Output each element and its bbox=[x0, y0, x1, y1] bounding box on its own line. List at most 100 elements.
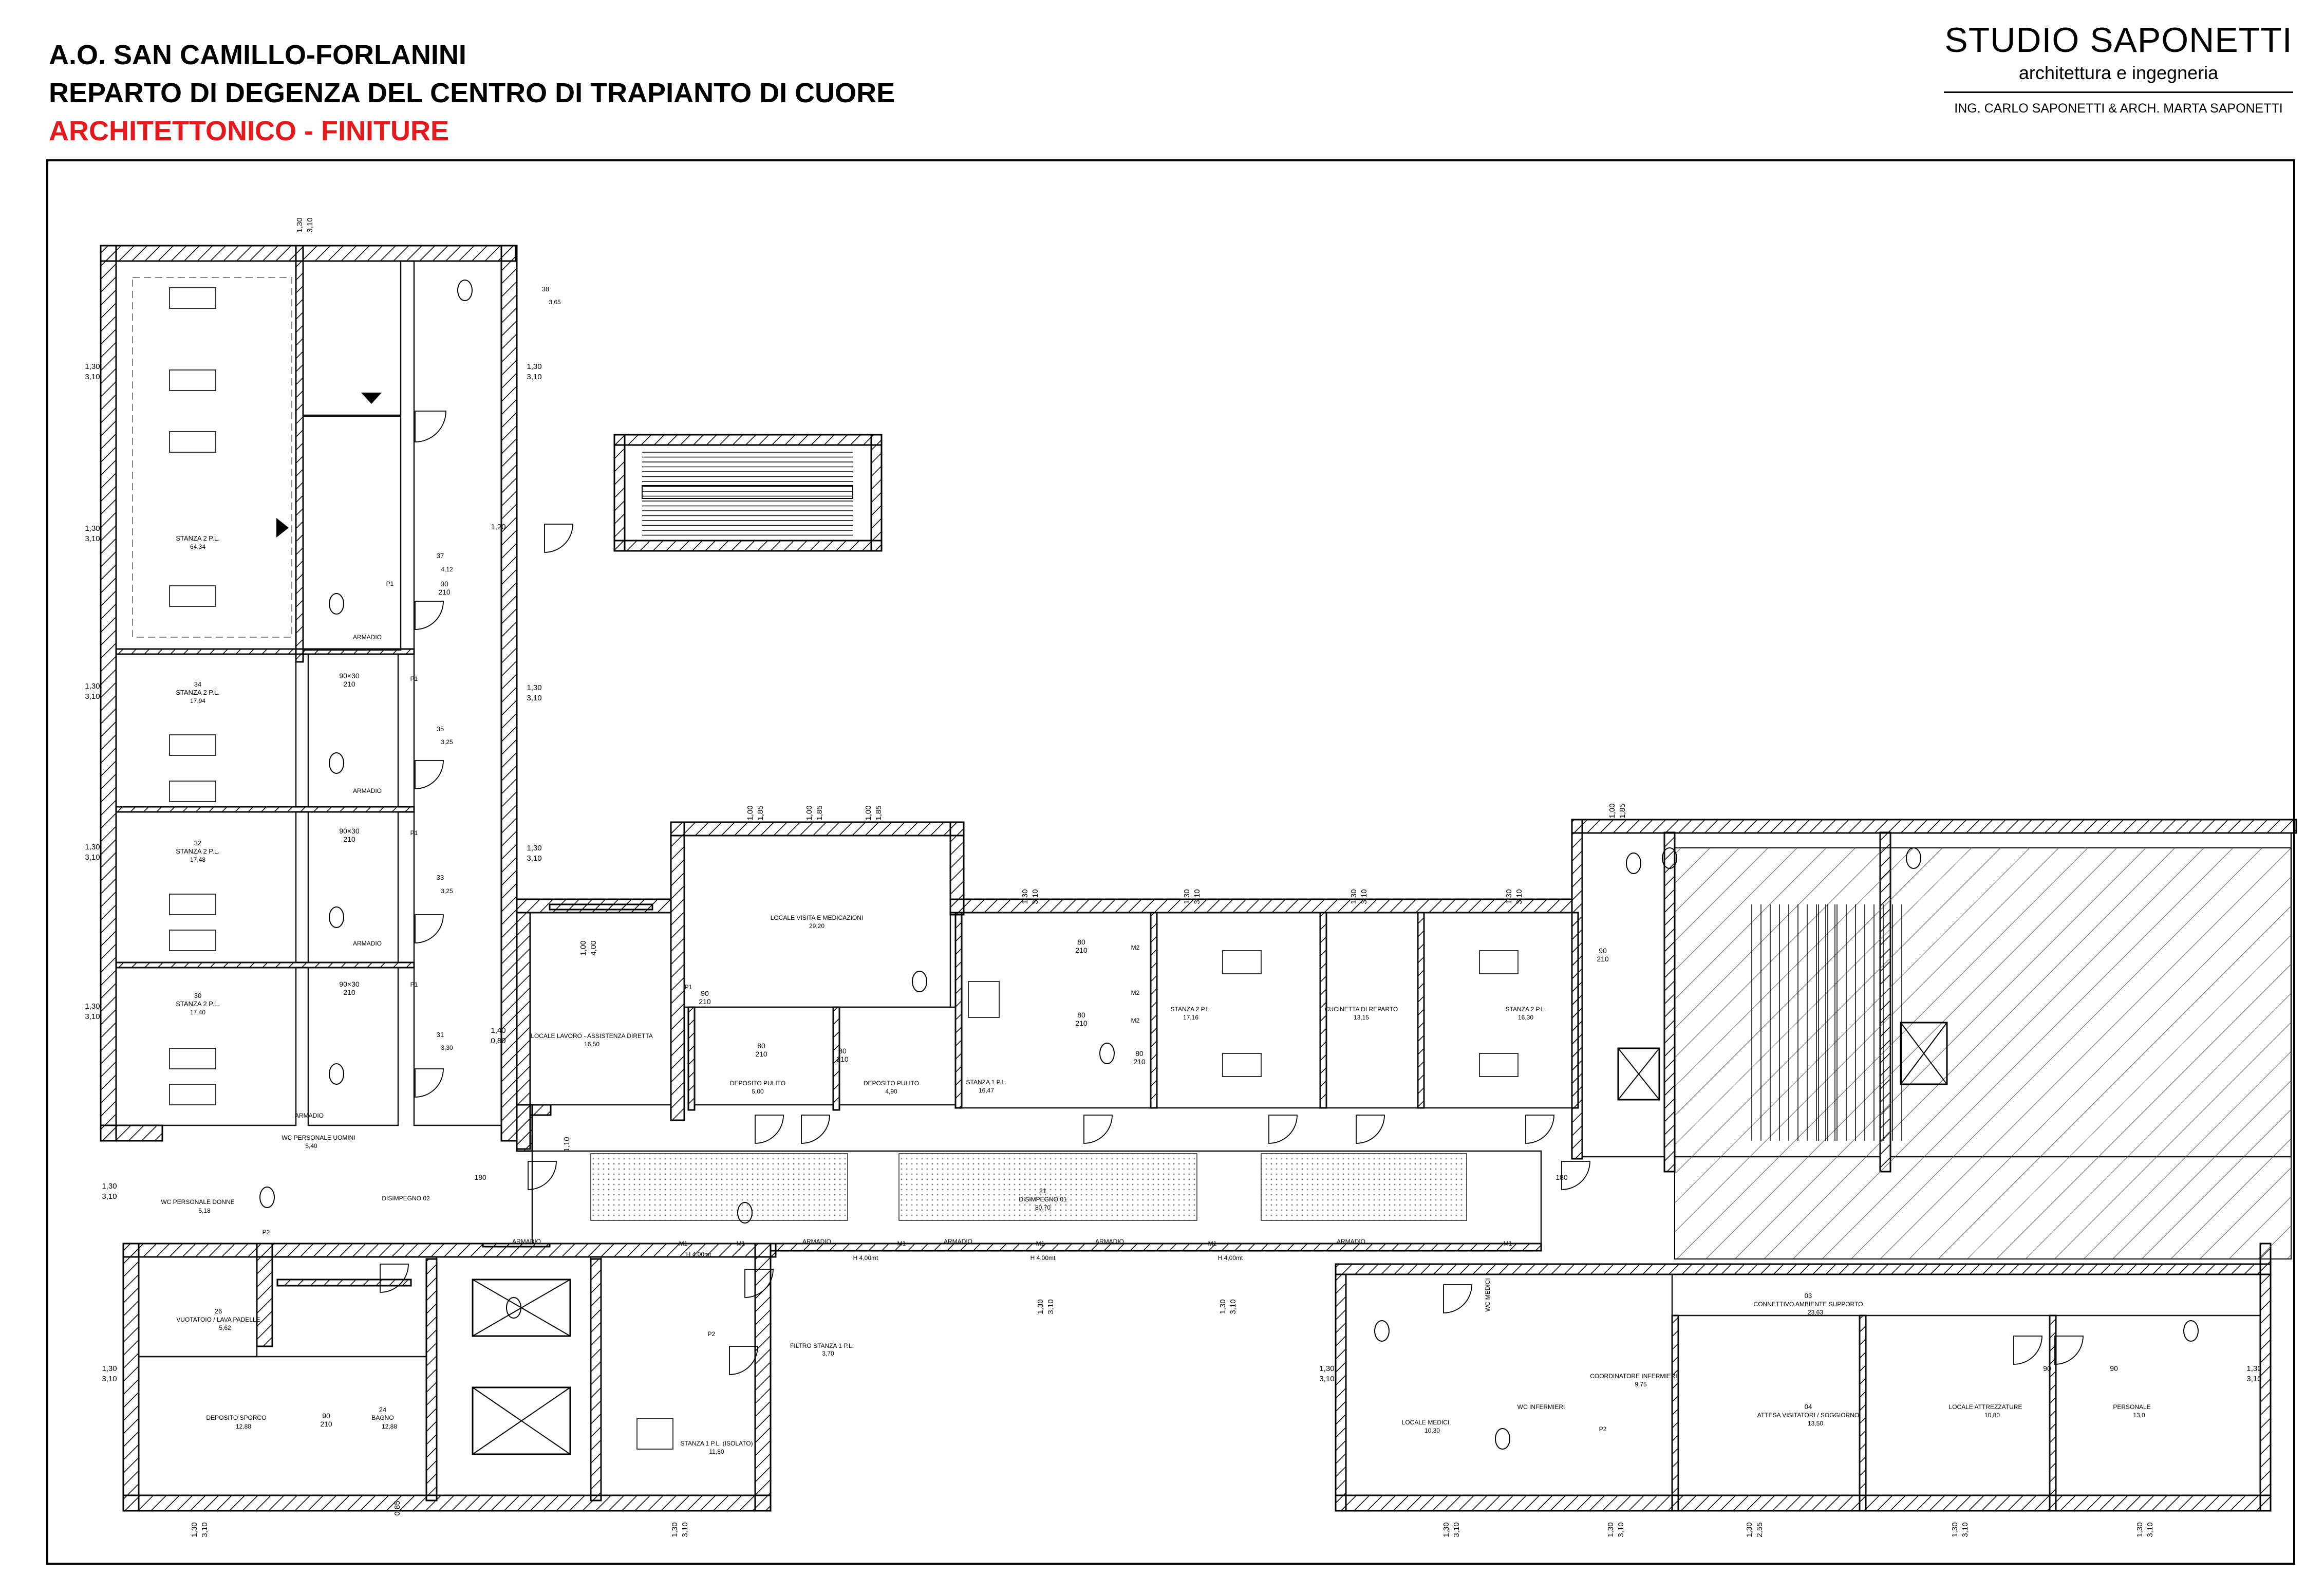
wall-segment bbox=[1671, 1314, 1679, 1512]
window-dim-left-4: 1,30 3,10 bbox=[85, 843, 100, 862]
wall-segment bbox=[295, 245, 304, 663]
wall-segment bbox=[870, 434, 883, 552]
room-outline bbox=[413, 260, 502, 1126]
window-dim-left-1: 1,30 3,10 bbox=[85, 362, 100, 381]
window-dim-top-9: 1,00 1,85 bbox=[1608, 803, 1627, 818]
door-width: 90 bbox=[701, 989, 709, 997]
bed-icon bbox=[169, 781, 216, 802]
room-outline bbox=[436, 1256, 592, 1496]
finish-code: M1 bbox=[1504, 1240, 1512, 1247]
finish-code: M1 bbox=[897, 1240, 906, 1247]
room-num-34: 34 bbox=[194, 680, 201, 688]
dim-text: 1,00 bbox=[746, 805, 755, 820]
room-num-31: 31 bbox=[437, 1031, 444, 1039]
room-outline bbox=[531, 1150, 1542, 1245]
wall-segment bbox=[100, 245, 117, 1142]
bed-icon bbox=[1479, 950, 1519, 974]
room-name-wc-medici: WC MEDICI bbox=[1484, 1278, 1491, 1311]
dim-text: 1,30 bbox=[670, 1522, 679, 1537]
toilet-icon bbox=[457, 280, 473, 301]
room-area-37: 4,12 bbox=[441, 566, 453, 573]
dim-text: 1,30 bbox=[85, 524, 100, 533]
room-outline bbox=[1865, 1314, 2051, 1496]
room-name-stanza2b: STANZA 2 P.L. bbox=[1171, 1006, 1211, 1013]
bed-icon bbox=[1222, 950, 1262, 974]
finish-code: P1 bbox=[386, 580, 394, 587]
dim-text: 1,30 bbox=[2246, 1364, 2261, 1373]
room-area-stanza2b: 17,16 bbox=[1183, 1014, 1198, 1021]
balcony-dim-400: 1,00 4,00 bbox=[579, 940, 598, 955]
wall-segment bbox=[754, 1243, 772, 1512]
fixtures-layer bbox=[169, 280, 2199, 1450]
wall-segment bbox=[1571, 819, 2297, 834]
room-outline bbox=[115, 260, 297, 650]
room-name-locale-medici: LOCALE MEDICI bbox=[1402, 1419, 1450, 1426]
wall-segment bbox=[549, 903, 653, 911]
window-dim-top-5: 1,30 3,10 bbox=[1021, 889, 1040, 904]
window-dim-left-2: 1,30 3,10 bbox=[85, 524, 100, 543]
finish-code: M1 bbox=[1036, 1240, 1045, 1247]
door-height: 210 bbox=[1075, 946, 1088, 954]
window-dim-bottom-5: 1,30 3,10 bbox=[1219, 1299, 1238, 1314]
door-width: 90 bbox=[2043, 1364, 2051, 1373]
dim-text: 1,00 bbox=[579, 940, 588, 955]
finish-code: P2 bbox=[263, 1229, 270, 1236]
finish-code: M2 bbox=[1131, 1017, 1140, 1024]
room-name-stanza2c: STANZA 2 P.L. bbox=[1506, 1006, 1546, 1013]
bed-icon bbox=[169, 1084, 216, 1105]
finish-code: P1 bbox=[410, 981, 418, 988]
toilet-icon bbox=[1906, 847, 1921, 869]
section-arrow-down-icon bbox=[361, 393, 382, 404]
door-width: 80 bbox=[757, 1042, 765, 1050]
room-name-wc-uomini: WC PERSONALE UOMINI bbox=[282, 1134, 355, 1141]
window-dim-top-2: 1,00 1,85 bbox=[746, 805, 765, 820]
door-width: 90 bbox=[322, 1412, 330, 1420]
dim-text: 1,30 bbox=[85, 362, 100, 371]
room-outline bbox=[138, 1356, 427, 1496]
bed-icon bbox=[1479, 1053, 1519, 1077]
door-height: 210 bbox=[343, 988, 355, 996]
room-num-24: 24 bbox=[379, 1406, 386, 1414]
armadio-label: ARMADIO bbox=[353, 787, 382, 794]
armadio-label: ARMADIO bbox=[353, 940, 382, 947]
dim-text: 1,85 bbox=[756, 805, 765, 820]
drawing-discipline: ARCHITETTONICO - FINITURE bbox=[49, 116, 449, 146]
window-dim-top-6: 1,30 3,10 bbox=[1183, 889, 1202, 904]
door-code-list: 90 210 90×30 210 90×30 210 90×30 210 90 … bbox=[320, 580, 2118, 1428]
room-area-isolato: 11,80 bbox=[709, 1448, 724, 1455]
dim-text: 3,10 bbox=[200, 1522, 209, 1537]
dim-text: 1,85 bbox=[874, 805, 883, 820]
dim-text: 1,30 bbox=[527, 683, 541, 692]
window-dim-bottom-6: 1,30 3,10 bbox=[1442, 1522, 1461, 1537]
dim-text: 3,10 bbox=[1961, 1522, 1970, 1537]
door-height: 210 bbox=[836, 1055, 849, 1063]
room-area-filtro: 3,70 bbox=[822, 1350, 834, 1357]
elevator-shaft bbox=[472, 1278, 571, 1337]
door-swing bbox=[415, 411, 446, 442]
elevator-cross bbox=[1618, 1048, 1660, 1100]
room-area-stanza1a: 16,47 bbox=[979, 1087, 994, 1094]
bed-icon bbox=[1222, 1053, 1262, 1077]
room-outline bbox=[115, 653, 297, 808]
wall-segment bbox=[276, 1278, 412, 1287]
room-outline bbox=[302, 415, 402, 651]
room-outline bbox=[138, 1256, 258, 1358]
toilet-icon bbox=[329, 593, 344, 615]
room-num-38: 38 bbox=[542, 285, 549, 293]
room-area-24: 12,88 bbox=[382, 1423, 397, 1430]
door-swing bbox=[744, 1269, 774, 1298]
dim-text: 3,10 bbox=[1319, 1375, 1334, 1383]
wall-segment bbox=[1335, 1273, 1347, 1512]
armadio-label: ARMADIO bbox=[944, 1238, 972, 1245]
room-area-dep-sporco: 12,88 bbox=[236, 1423, 251, 1430]
toilet-icon bbox=[912, 971, 927, 992]
wall-segment bbox=[256, 1243, 273, 1347]
room-name-disimpegno02: DISIMPEGNO 02 bbox=[382, 1195, 430, 1202]
dim-text: 1,30 bbox=[190, 1522, 199, 1537]
dim-text: 3,10 bbox=[85, 373, 100, 381]
room-area-dep1: 5,00 bbox=[752, 1088, 764, 1095]
wall-segment bbox=[425, 1258, 438, 1502]
door-width: 180 bbox=[474, 1173, 486, 1181]
wall-segment bbox=[687, 1006, 696, 1111]
